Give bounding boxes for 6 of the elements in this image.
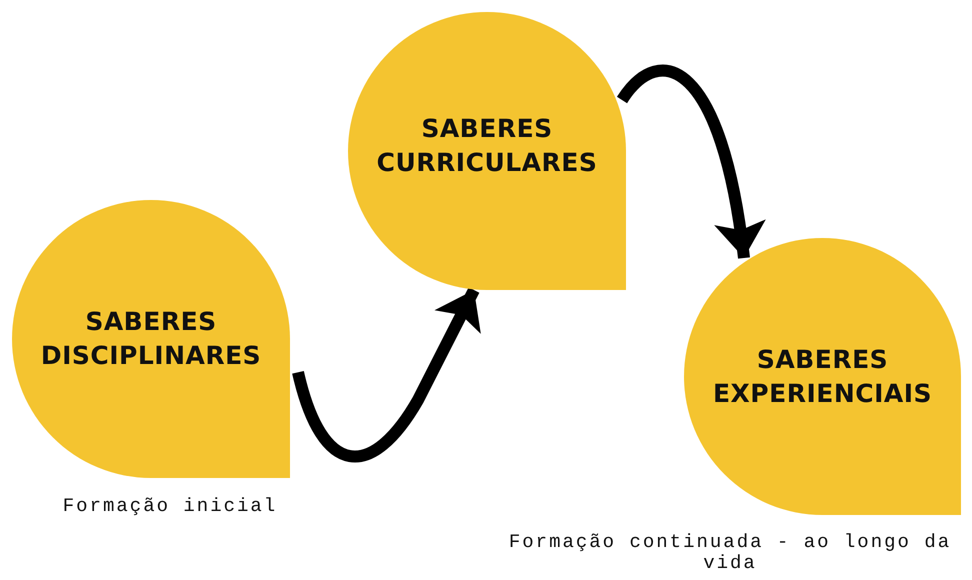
node-label: SABERES DISCIPLINARES <box>40 306 262 372</box>
node-label: SABERES EXPERIENCIAIS <box>712 344 934 410</box>
node-label: SABERES CURRICULARES <box>376 113 598 179</box>
caption-text: Formação continuada - ao longo da vida <box>508 532 952 574</box>
curved-arrow <box>292 287 481 462</box>
caption-text: Formação inicial <box>62 496 278 517</box>
